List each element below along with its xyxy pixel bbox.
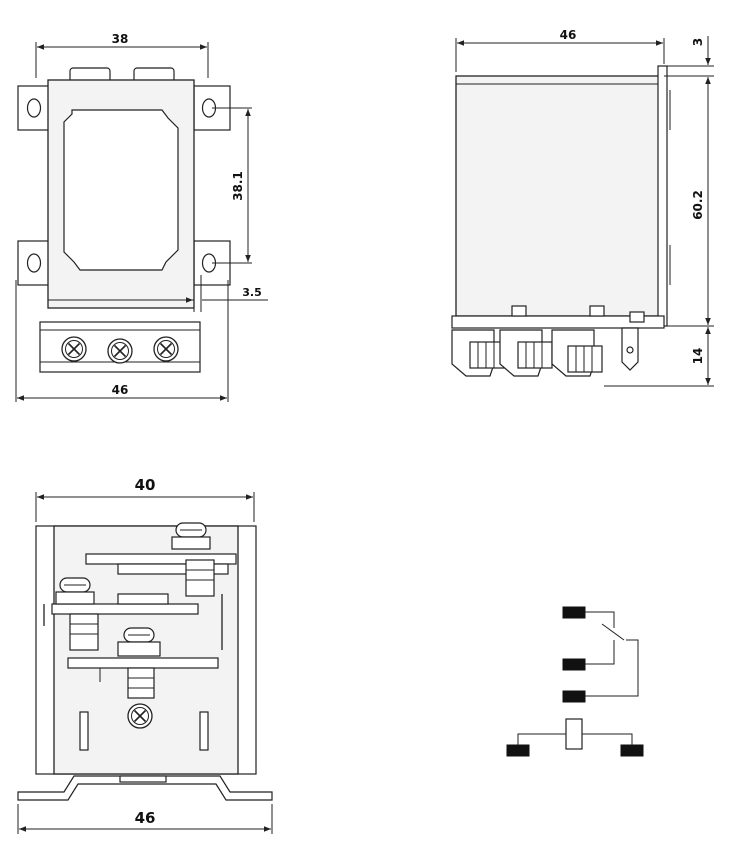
side-view: 46 3 60.2 14: [451, 28, 714, 387]
front-slot-bl: [26, 253, 42, 273]
relay-schematic: [506, 606, 644, 757]
front-view: 38 38.1 3.5 46: [15, 32, 268, 402]
end-contact-arm-3: [67, 657, 219, 669]
front-dim-offset: 3.5: [242, 286, 262, 299]
side-terminals: [451, 327, 639, 377]
end-dim-top-width: 40: [135, 476, 156, 494]
end-contact-arm-2: [51, 603, 199, 615]
front-slot-tl: [26, 98, 42, 118]
front-window: [63, 109, 179, 271]
side-dim-terminal: 14: [691, 348, 705, 365]
front-dim-mount-height: 38.1: [231, 171, 245, 201]
side-body: [455, 75, 661, 317]
front-screw-2-icon: [107, 338, 133, 364]
front-screw-1-icon: [61, 336, 87, 362]
side-mount-plate: [657, 65, 668, 327]
schematic-terminal-1: [562, 606, 586, 619]
schematic-coil-terminal-left: [506, 744, 530, 757]
end-dim-base-width: 46: [135, 809, 156, 827]
side-base: [451, 315, 665, 329]
end-base-plate: [17, 775, 273, 801]
end-view: 40 46: [17, 476, 273, 834]
front-dim-bottom-width: 46: [112, 383, 129, 397]
schematic-coil-terminal-right: [620, 744, 644, 757]
side-dim-depth: 46: [560, 28, 577, 42]
front-dim-top-width: 38: [112, 32, 129, 46]
schematic-switch-blade: [601, 623, 625, 641]
end-screw-center-icon: [117, 627, 161, 729]
end-screw-top-icon: [171, 522, 215, 597]
schematic-terminal-3: [562, 690, 586, 703]
front-screw-3-icon: [153, 336, 179, 362]
schematic-terminal-2: [562, 658, 586, 671]
schematic-coil: [565, 718, 583, 750]
side-dim-height: 60.2: [691, 190, 705, 220]
end-screw-left-icon: [55, 577, 99, 651]
side-dim-flange: 3: [691, 38, 705, 46]
